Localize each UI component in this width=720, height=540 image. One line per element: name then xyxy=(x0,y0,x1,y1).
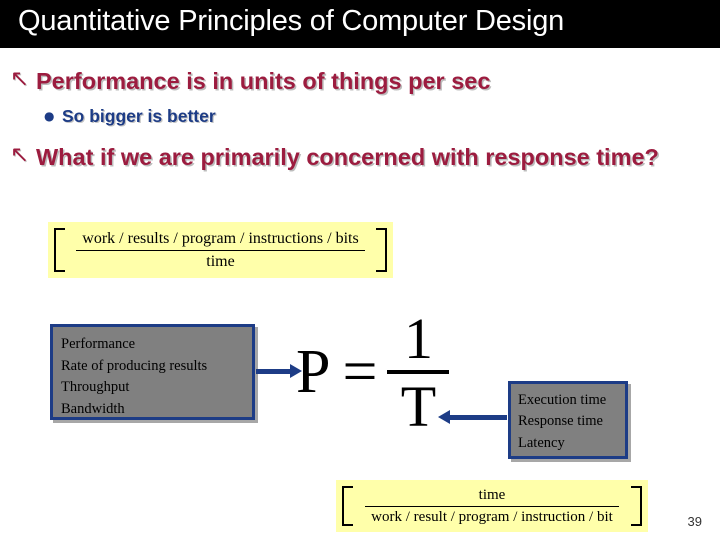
equation-p-equals-one-over-t: P = 1 T xyxy=(296,306,450,439)
formula-box-throughput-units: work / results / program / instructions … xyxy=(48,222,393,278)
label-box-line: Throughput xyxy=(61,379,130,396)
arrow-northwest-bullet-icon: ↖ xyxy=(10,142,30,168)
fraction-numerator: time xyxy=(478,486,506,503)
bullet-item-response-time: ↖ What if we are primarily concerned wit… xyxy=(10,144,690,171)
fraction-denominator: work / result / program / instruction / … xyxy=(365,505,619,527)
bullet-label-response-time: What if we are primarily concerned with … xyxy=(36,144,659,170)
arrow-time-to-t-icon xyxy=(438,410,507,424)
fraction-numerator: work / results / program / instructions … xyxy=(82,229,359,247)
disc-bullet-icon: ● xyxy=(44,109,55,123)
page-title: Quantitative Principles of Computer Desi… xyxy=(18,5,565,37)
label-box-line: Latency xyxy=(518,434,565,451)
bullet-item-so-bigger-is-better: ● So bigger is better xyxy=(44,106,644,126)
equation-fraction: 1 T xyxy=(387,306,450,439)
arrow-head-icon xyxy=(438,410,450,424)
bullet-label-performance: Performance is in units of things per se… xyxy=(36,68,491,94)
label-box-line: Performance xyxy=(61,336,136,352)
page-number: 39 xyxy=(687,514,702,529)
bracket-left-icon xyxy=(54,228,65,272)
bullet-label-so-bigger-is-better: So bigger is better xyxy=(62,106,216,126)
equation-lhs: P xyxy=(296,338,331,407)
title-bar: Quantitative Principles of Computer Desi… xyxy=(0,0,720,48)
formula-box-latency-units: time work / result / program / instructi… xyxy=(336,480,648,532)
equation-numerator: 1 xyxy=(403,306,433,371)
equation-denominator: T xyxy=(400,374,437,439)
arrow-performance-to-p-icon xyxy=(256,364,302,378)
arrow-head-icon xyxy=(290,364,302,378)
fraction-bar-icon xyxy=(387,370,450,374)
fraction-latency: time work / result / program / instructi… xyxy=(365,486,619,527)
fraction-throughput: work / results / program / instructions … xyxy=(76,229,365,272)
bracket-left-icon xyxy=(342,486,353,526)
label-box-line: Rate of producing results xyxy=(61,357,208,374)
label-box-line: Response time xyxy=(518,413,603,430)
fraction-denominator: time xyxy=(76,249,365,272)
equation-operator: = xyxy=(342,338,378,407)
bracket-right-icon xyxy=(631,486,642,526)
arrow-northwest-bullet-icon: ↖ xyxy=(10,66,30,92)
label-box-performance-terms: Performance Rate of producing results Th… xyxy=(50,324,255,420)
bullet-item-performance: ↖ Performance is in units of things per … xyxy=(10,68,670,95)
label-box-line: Execution time xyxy=(518,392,607,408)
bracket-right-icon xyxy=(376,228,387,272)
label-box-line: Bandwidth xyxy=(61,400,125,417)
label-box-time-terms: Execution time Response time Latency xyxy=(508,381,628,459)
